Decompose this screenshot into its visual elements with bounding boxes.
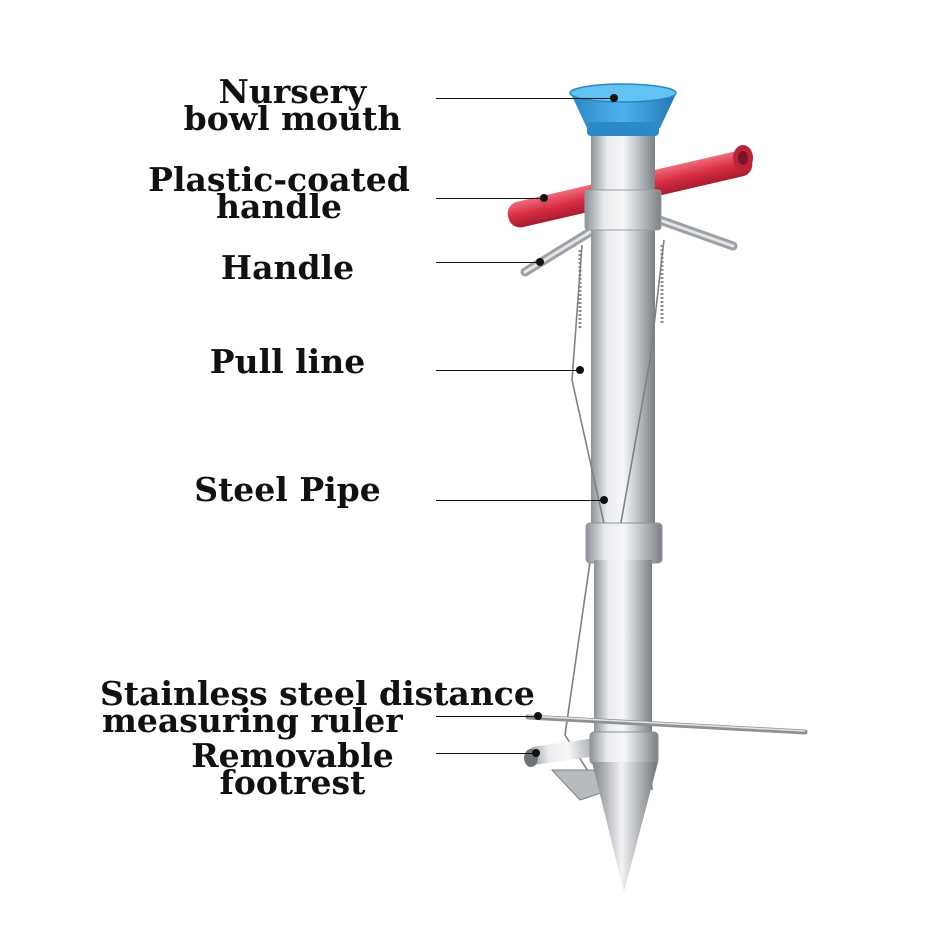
label-nursery-line2: bowl mouth <box>183 99 402 138</box>
leader-dot-plastic-handle <box>540 194 548 202</box>
label-pull-line-line1: Pull line <box>209 342 366 381</box>
leader-dot-steel-pipe <box>600 496 608 504</box>
leader-handle <box>436 262 540 263</box>
steel-pipe-upper <box>591 128 655 528</box>
label-handle: Handle <box>205 248 370 287</box>
label-steel-pipe-line1: Steel Pipe <box>194 470 381 509</box>
label-handle-line1: Handle <box>220 248 355 287</box>
handle-bracket <box>584 189 662 231</box>
leader-dot-nursery <box>610 94 618 102</box>
label-plastic-line1: Plastic-coated <box>148 160 410 199</box>
leader-pull-line <box>436 370 580 371</box>
metal-handles <box>520 213 738 277</box>
label-footrest-line1: Removable <box>191 736 394 775</box>
clamp-band <box>585 522 663 564</box>
leader-steel-pipe <box>436 500 604 501</box>
label-footrest-line2: footrest <box>219 763 366 802</box>
label-removable-footrest: Removable footrest <box>180 736 405 802</box>
nursery-bowl-mouth <box>569 83 677 136</box>
label-nursery-bowl-mouth: Nursery bowl mouth <box>175 72 410 138</box>
leader-footrest <box>436 753 536 754</box>
steel-pipe-lower <box>594 560 652 735</box>
leader-dot-ruler <box>534 712 542 720</box>
label-measuring-ruler: Stainless steel distance measuring ruler <box>100 674 535 740</box>
leader-dot-footrest <box>532 749 540 757</box>
measuring-ruler <box>525 714 808 735</box>
label-steel-pipe: Steel Pipe <box>185 470 390 509</box>
label-nursery-line1: Nursery <box>218 72 367 111</box>
label-ruler-line2: measuring ruler <box>102 701 403 740</box>
leader-dot-handle <box>536 258 544 266</box>
cone-tip <box>592 762 658 892</box>
label-plastic-line2: handle <box>216 187 342 226</box>
label-plastic-coated-handle: Plastic-coated handle <box>148 160 410 226</box>
leader-ruler <box>436 716 538 717</box>
label-pull-line: Pull line <box>195 342 380 381</box>
label-ruler-line1: Stainless steel distance <box>100 674 535 713</box>
leader-dot-pull-line <box>576 366 584 374</box>
base-collar <box>589 731 659 765</box>
leader-plastic-handle <box>436 198 544 199</box>
leader-nursery <box>436 98 614 99</box>
